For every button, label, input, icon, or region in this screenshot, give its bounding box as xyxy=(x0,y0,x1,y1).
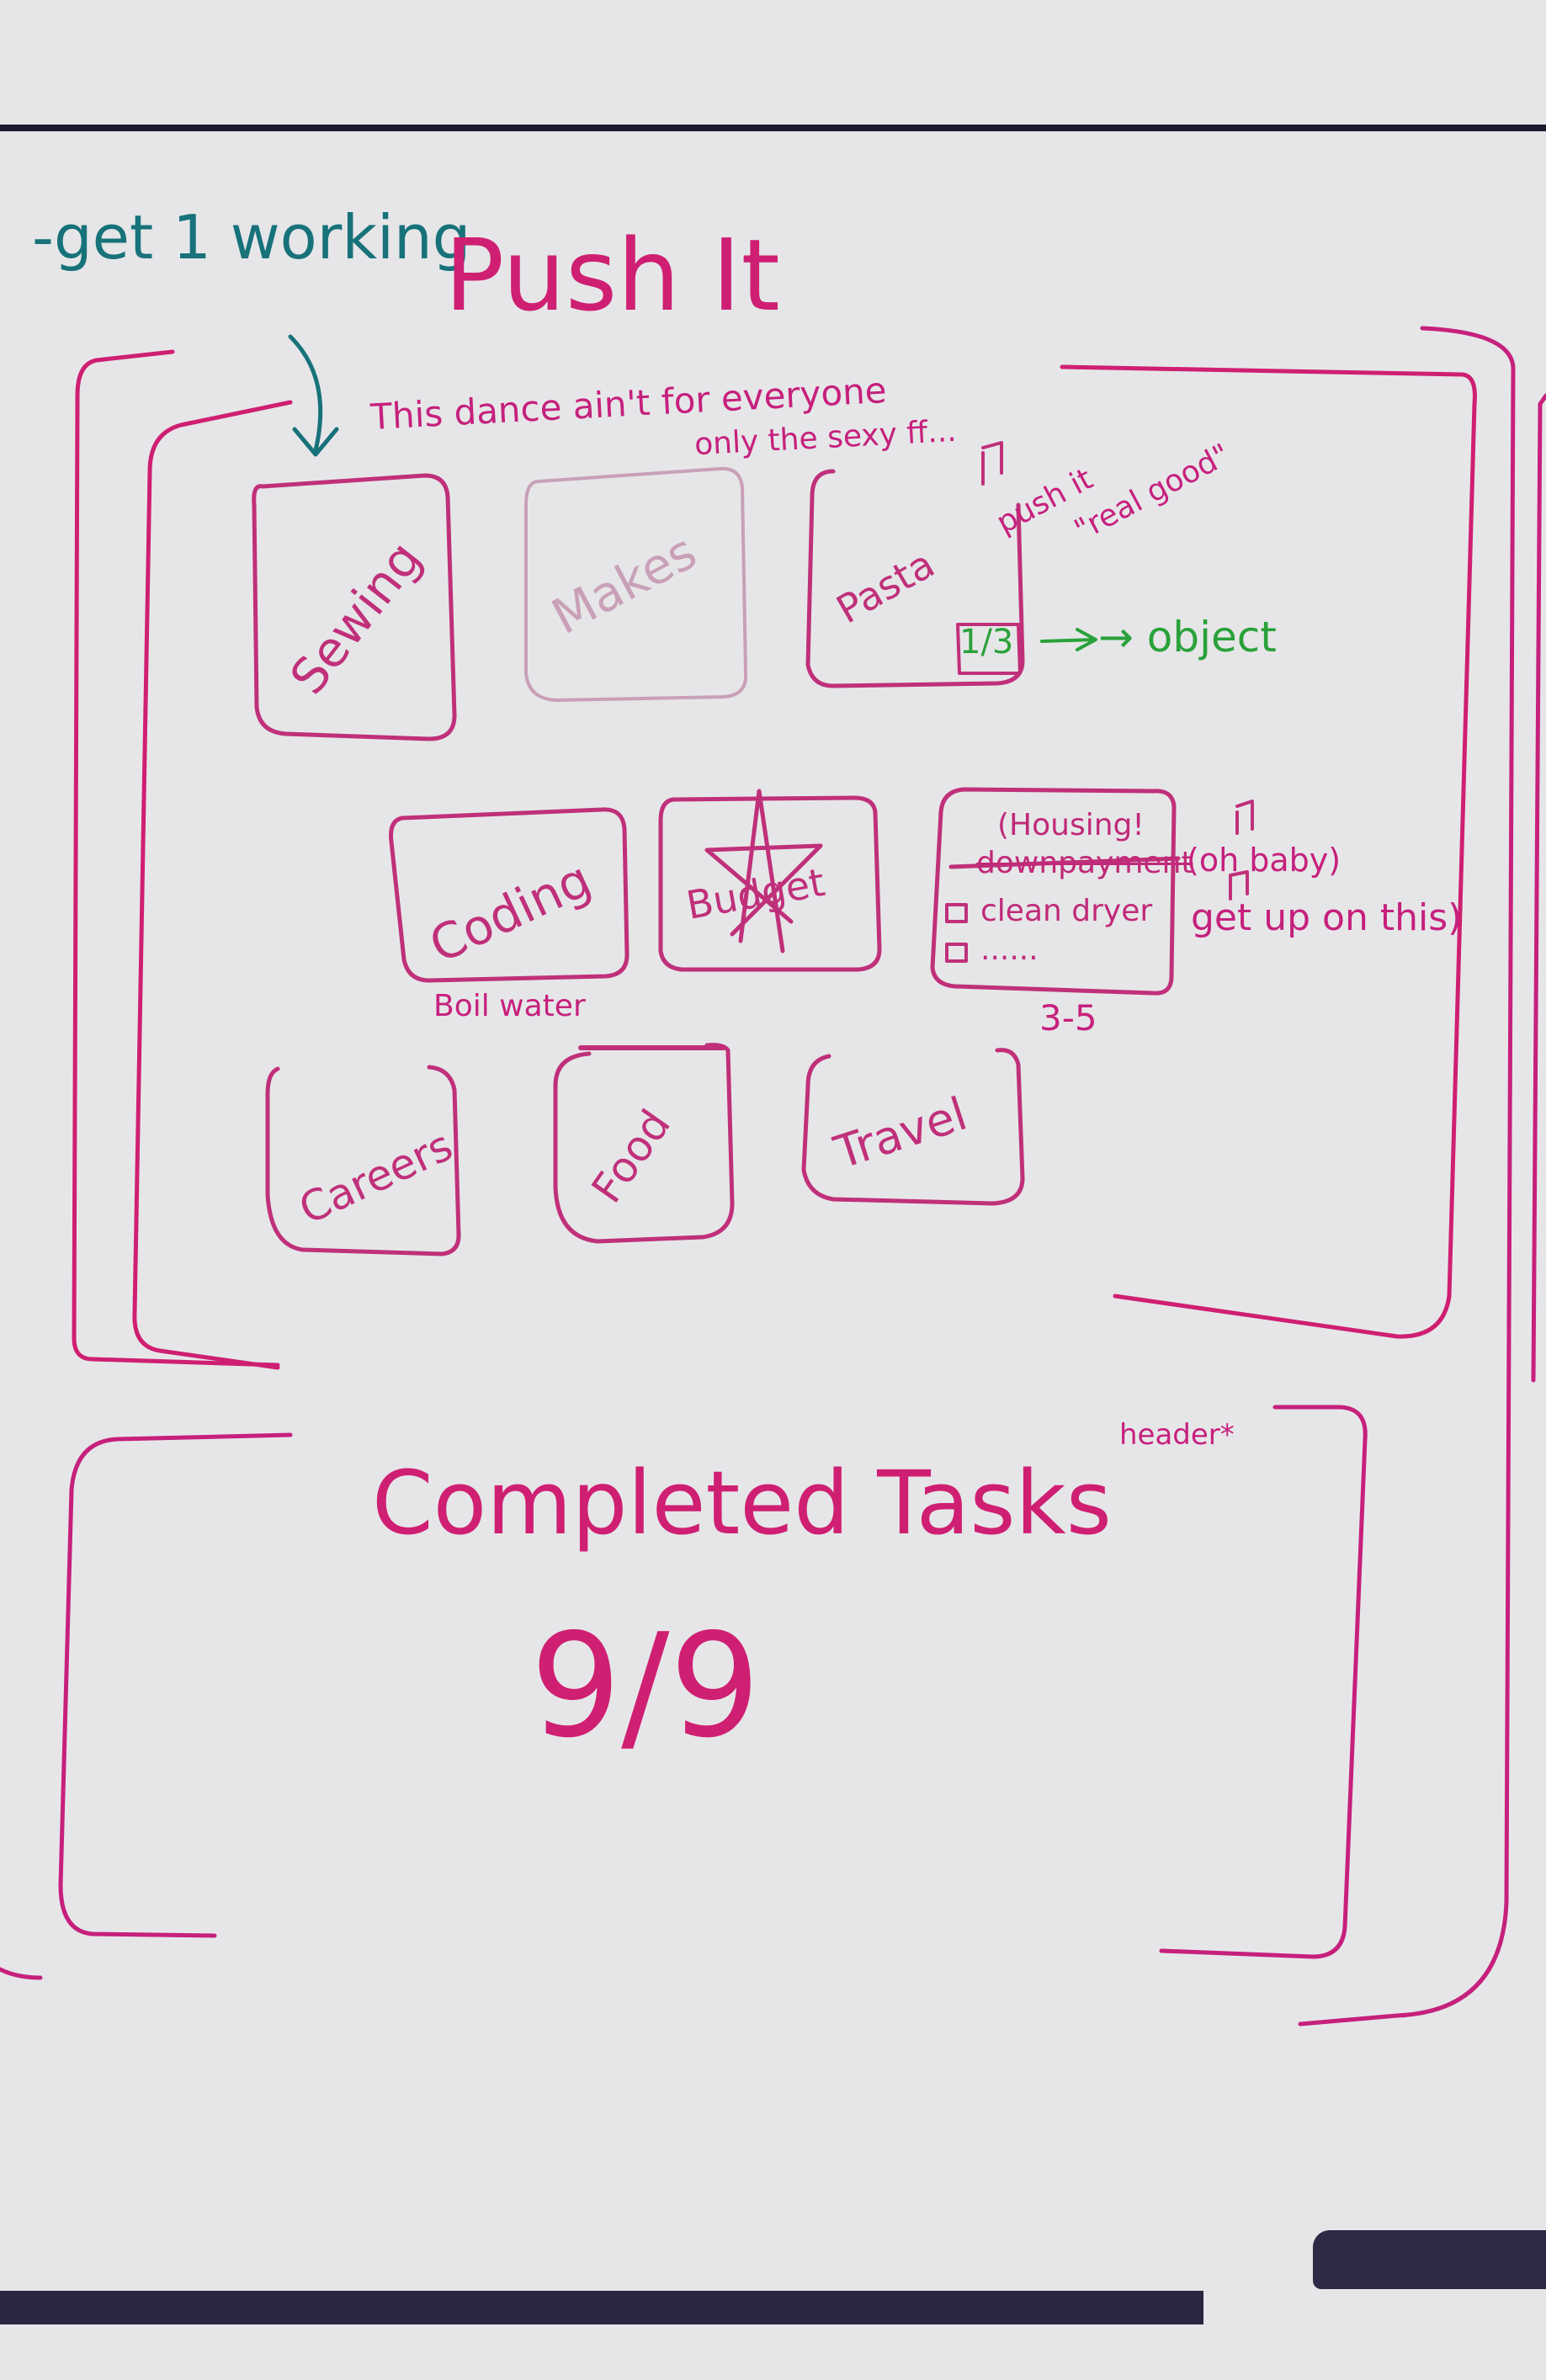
check-box-3 xyxy=(945,943,968,963)
outer-bracket-left xyxy=(72,349,280,1368)
tile-frame-pasta xyxy=(805,469,1025,688)
main-frame-left xyxy=(132,400,293,1370)
main-frame-right xyxy=(1320,391,1431,421)
get-working-arrow xyxy=(288,334,339,457)
outer-bracket-right xyxy=(1060,364,1477,1339)
board-frame-top xyxy=(0,125,1546,131)
side-bracket-right xyxy=(1298,326,1516,2027)
app-title: Push It xyxy=(444,217,780,333)
music-note-housing xyxy=(1235,800,1254,835)
tile-frame-careers xyxy=(265,1065,461,1256)
tile-frame-sewing xyxy=(252,473,457,741)
check-box-2 xyxy=(945,903,968,923)
tile-frame-budget xyxy=(658,795,882,972)
completed-tasks-label: Completed Tasks xyxy=(372,1452,1112,1554)
music-note-2 xyxy=(1229,870,1249,900)
object-arrow xyxy=(1040,628,1097,651)
music-note-top xyxy=(981,441,1003,486)
oh-baby-note: (oh baby) xyxy=(1187,842,1341,879)
tile-frame-travel xyxy=(801,1048,1025,1206)
housing-item-1[interactable]: downpayment xyxy=(976,846,1193,880)
object-note: → object xyxy=(1098,613,1277,661)
completed-frame-right xyxy=(1159,1405,1368,1959)
tile-frame-food xyxy=(553,1043,735,1244)
housing-item-3[interactable]: ...... xyxy=(980,932,1039,967)
tile-frame-makes xyxy=(524,466,748,702)
housing-card-frame xyxy=(930,787,1177,996)
header-note: header* xyxy=(1119,1418,1235,1452)
housing-strike xyxy=(948,856,1181,869)
eraser xyxy=(1313,2230,1546,2289)
range-note: 3-5 xyxy=(1039,997,1097,1039)
board-tray xyxy=(0,2291,1203,2324)
housing-item-2[interactable]: clean dryer xyxy=(980,894,1153,928)
star-strike xyxy=(704,789,823,954)
corner-mark xyxy=(0,1967,43,1980)
completed-tasks-count: 9/9 xyxy=(530,1603,761,1770)
tile-frame-coding xyxy=(389,807,630,983)
housing-card-title: (Housing! xyxy=(997,808,1145,842)
progress-fraction: 1/3 xyxy=(959,623,1014,661)
completed-frame-left xyxy=(58,1432,293,1938)
mini-progress-box xyxy=(956,623,1022,675)
get-working-note: -get 1 working xyxy=(32,202,471,273)
get-up-on-this-note: get up on this) xyxy=(1191,896,1463,939)
edge-bracket xyxy=(1531,393,1546,1383)
boil-water-note: Boil water xyxy=(433,989,586,1023)
